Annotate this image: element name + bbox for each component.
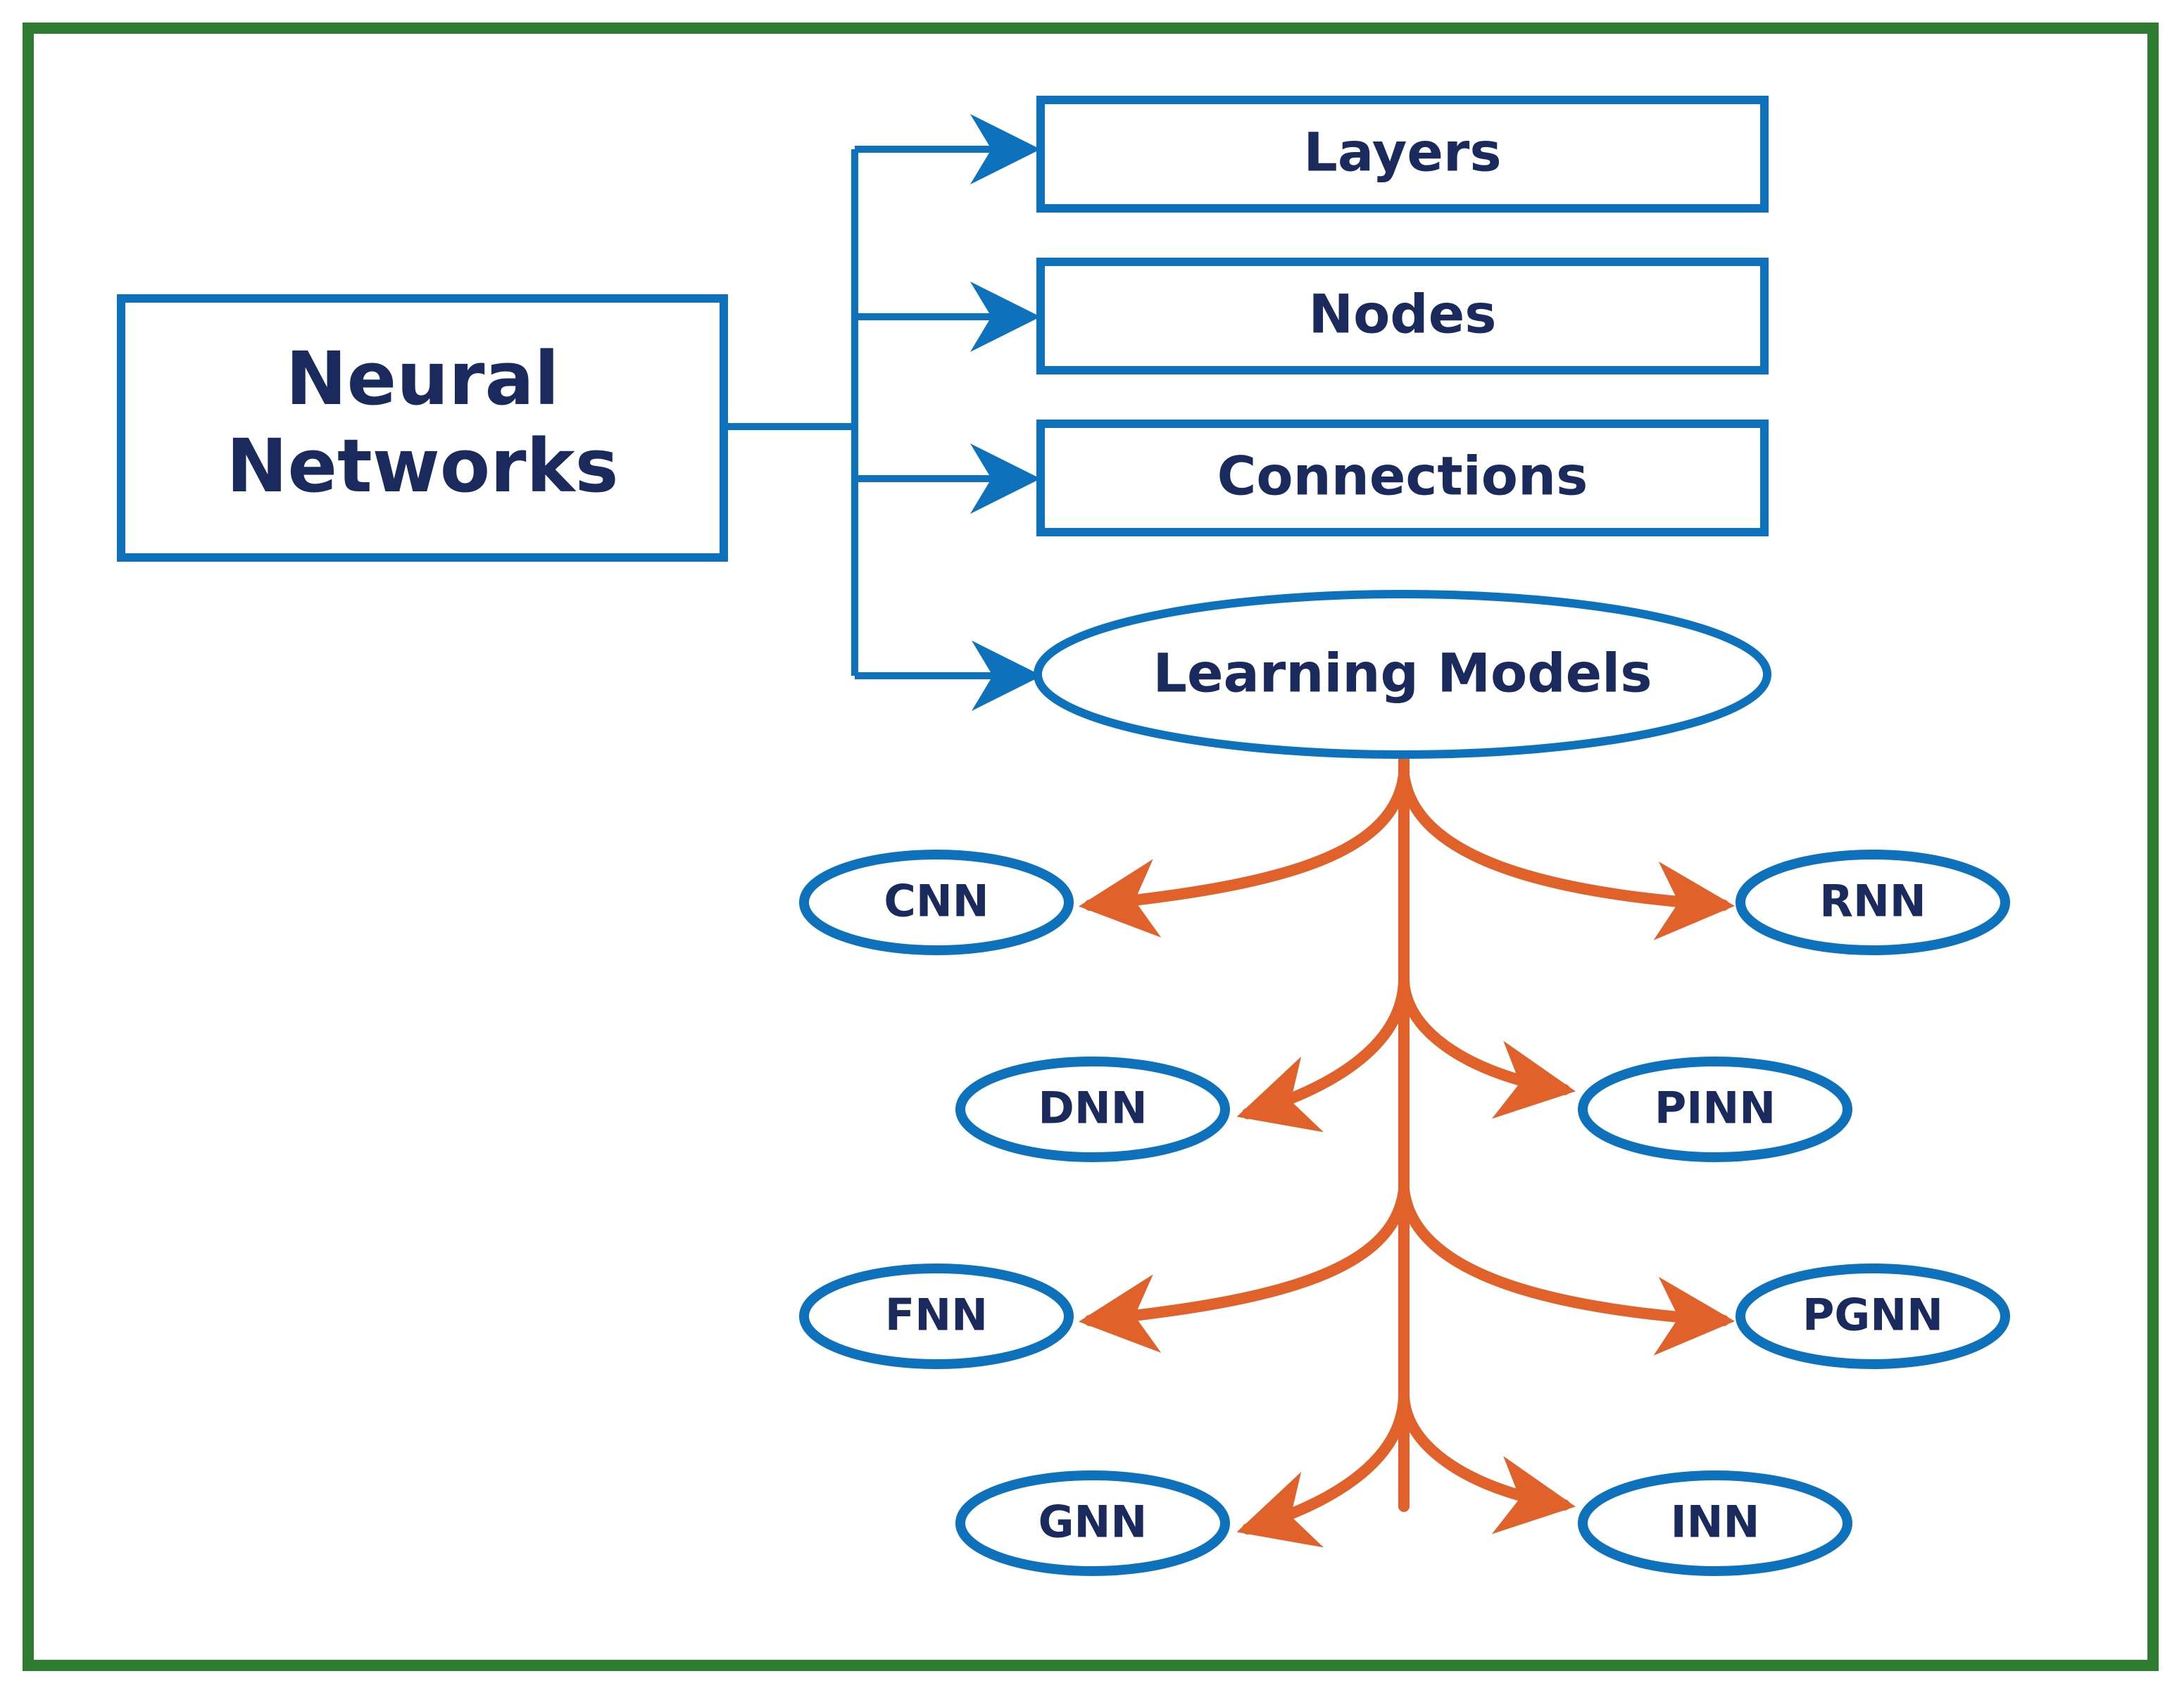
pinn-ellipse xyxy=(1578,1057,1852,1162)
connections-box xyxy=(1036,420,1769,536)
pgnn-ellipse xyxy=(1736,1264,2010,1369)
branch-to-inn xyxy=(1398,1388,1576,1535)
component-nodes: Nodes xyxy=(1036,258,1769,374)
layers-box xyxy=(1036,96,1769,213)
component-connections: Connections xyxy=(1036,420,1769,536)
layers-label: Layers xyxy=(1303,121,1501,184)
gnn-label: GNN xyxy=(1038,1496,1148,1548)
model-dnn: DNN xyxy=(955,1057,1230,1162)
model-rnn: RNN xyxy=(1736,850,2010,955)
model-inn: INN xyxy=(1578,1470,1852,1576)
blue-connectors xyxy=(724,114,1042,711)
nodes-label: Nodes xyxy=(1308,283,1496,346)
model-pgnn: PGNN xyxy=(1736,1264,2010,1369)
branch-to-pgnn xyxy=(1398,1184,1735,1356)
pinn-label: PINN xyxy=(1655,1083,1776,1134)
model-gnn: GNN xyxy=(955,1470,1230,1576)
connections-label: Connections xyxy=(1217,445,1588,508)
dnn-ellipse xyxy=(955,1057,1230,1162)
cnn-ellipse xyxy=(799,850,1074,955)
component-layers: Layers xyxy=(1036,96,1769,213)
branch-to-rnn xyxy=(1398,769,1735,940)
orange-tree xyxy=(1079,750,1735,1548)
gnn-ellipse xyxy=(955,1470,1230,1576)
pgnn-label: PGNN xyxy=(1802,1290,1943,1341)
root-box xyxy=(117,294,728,562)
model-cnn: CNN xyxy=(799,850,1074,955)
root-node: Neural Networks xyxy=(117,294,728,562)
branch-to-pinn xyxy=(1398,973,1576,1119)
model-fnn: FNN xyxy=(799,1264,1074,1369)
branch-to-dnn xyxy=(1236,973,1410,1133)
branch-to-cnn xyxy=(1079,769,1410,938)
nodes-box xyxy=(1036,258,1769,374)
learning-models-ellipse xyxy=(1034,590,1771,759)
branch-to-fnn xyxy=(1079,1184,1410,1353)
learning-models-node: Learning Models xyxy=(1034,590,1771,759)
fnn-label: FNN xyxy=(885,1290,988,1341)
diagram-frame xyxy=(23,23,2159,1671)
root-label-line2: Networks xyxy=(226,423,618,509)
fnn-ellipse xyxy=(799,1264,1074,1369)
learning-models-label: Learning Models xyxy=(1153,642,1652,705)
cnn-label: CNN xyxy=(884,876,989,927)
rnn-label: RNN xyxy=(1819,876,1926,927)
inn-ellipse xyxy=(1578,1470,1852,1576)
rnn-ellipse xyxy=(1736,850,2010,955)
model-pinn: PINN xyxy=(1578,1057,1852,1162)
branch-to-gnn xyxy=(1236,1388,1410,1548)
inn-label: INN xyxy=(1671,1496,1760,1548)
root-label-line1: Neural xyxy=(286,336,560,422)
dnn-label: DNN xyxy=(1038,1083,1147,1134)
